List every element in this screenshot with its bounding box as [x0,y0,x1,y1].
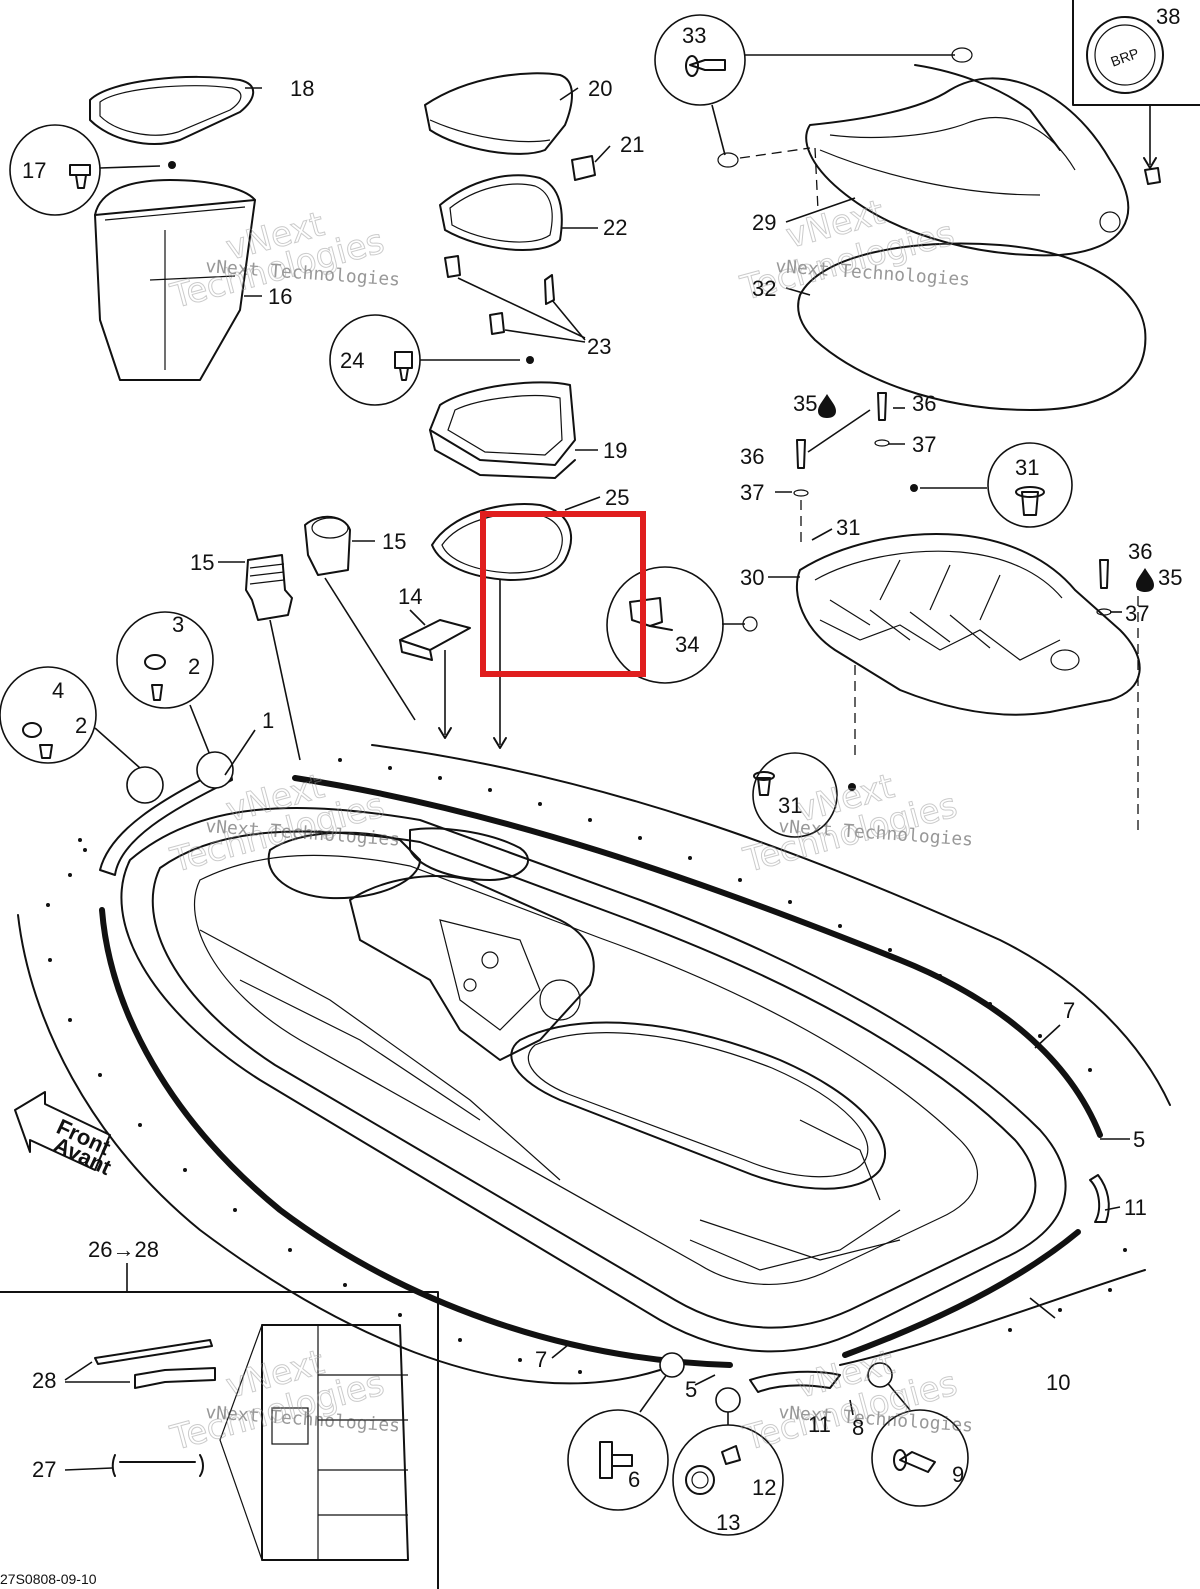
detail-circle-4-2 [0,666,234,804]
label-38: 38 [1156,4,1180,29]
label-18: 18 [290,76,314,101]
label-35-top: 35 [793,391,817,416]
rear-storage-bin-30 [795,533,1141,716]
label-16: 16 [268,284,292,309]
leader-lines [218,87,1130,1416]
label-36-top: 36 [912,391,936,416]
label-5-right: 5 [1133,1127,1145,1152]
label-22: 22 [603,215,627,240]
label-31-lower: 31 [778,793,802,818]
label-14: 14 [398,584,422,609]
deck-body [120,807,1067,1353]
detail-circle-12-13 [672,1387,784,1536]
label-31-mid: 31 [836,515,860,540]
rivet-31-top [910,442,1073,528]
label-23: 23 [587,334,611,359]
drawing-code: 27S0808-09-10 [0,1571,97,1587]
label-29: 29 [752,210,776,235]
label-26-28: 26→28 [88,1237,159,1262]
screw-24 [329,314,534,406]
rivet-dots [46,758,1127,1374]
label-2-upper: 2 [188,654,200,679]
label-13: 13 [716,1510,740,1535]
label-33: 33 [682,23,706,48]
label-36-left: 36 [740,444,764,469]
screws-35-37 [775,147,1139,830]
label-2-lower: 2 [75,713,87,738]
label-32: 32 [752,276,776,301]
drop-icon-35-right [1136,568,1154,592]
vents-15 [245,515,416,761]
front-storage-bin [94,179,256,381]
label-3: 3 [172,612,184,637]
seat-gasket-32 [797,242,1147,411]
label-11-bottom: 11 [808,1412,831,1437]
callout-labels: 18 17 16 20 21 22 23 24 19 25 15 15 14 3… [22,4,1182,1535]
latch-21 [571,155,596,181]
watermarks: vNext Technologies vNext Technologies vN… [166,192,974,1460]
rivet-33 [654,14,973,168]
bin-gasket-18 [89,75,255,145]
label-27: 27 [32,1457,56,1482]
front-direction-arrow: Front Avant [14,1091,116,1180]
label-15-left: 15 [190,550,214,575]
label-8: 8 [852,1415,864,1440]
drop-icon-35-top [818,394,836,418]
seat-cover-29 [805,64,1130,257]
label-21: 21 [620,132,644,157]
label-9: 9 [952,1462,964,1487]
glovebox-19 [429,381,576,479]
hinge-14 [399,619,471,739]
label-4: 4 [52,678,64,703]
screw-17 [9,124,176,216]
label-37-left: 37 [740,480,764,505]
label-10: 10 [1046,1370,1070,1395]
tool-kit-box [0,1263,439,1589]
label-24: 24 [340,348,364,373]
detail-circle-9 [867,1362,969,1507]
label-7-right: 7 [1063,998,1075,1023]
label-36-right: 36 [1128,539,1152,564]
label-5-bottom: 5 [685,1377,697,1402]
leader-1 [224,729,256,776]
rivet-31-bottom [752,665,856,838]
lid-gasket-22 [439,174,563,251]
brp-logo-text: BRP [1108,45,1141,70]
label-17: 17 [22,158,46,183]
gasket-25 [431,503,572,749]
label-37-right: 37 [1125,601,1149,626]
label-15-right: 15 [382,529,406,554]
label-31-upper: 31 [1015,455,1039,480]
label-30: 30 [740,565,764,590]
label-28: 28 [32,1368,56,1393]
label-35-right: 35 [1158,565,1182,590]
clips-23 [444,255,586,343]
bracket-34 [606,566,758,684]
glovebox-lid-20 [424,72,573,155]
label-19: 19 [603,438,627,463]
label-37-top: 37 [912,432,936,457]
detail-circle-6 [567,1352,685,1511]
highlight-box [480,511,646,677]
logo-38: BRP [1072,0,1200,185]
label-1: 1 [262,708,274,733]
label-20: 20 [588,76,612,101]
label-6: 6 [628,1467,640,1492]
label-12: 12 [752,1475,776,1500]
label-7-bottom: 7 [535,1347,547,1372]
label-34: 34 [675,632,699,657]
detail-circle-3-2 [116,611,219,772]
label-11-right: 11 [1124,1195,1147,1220]
label-25: 25 [605,485,629,510]
rub-rails [17,744,1171,1393]
